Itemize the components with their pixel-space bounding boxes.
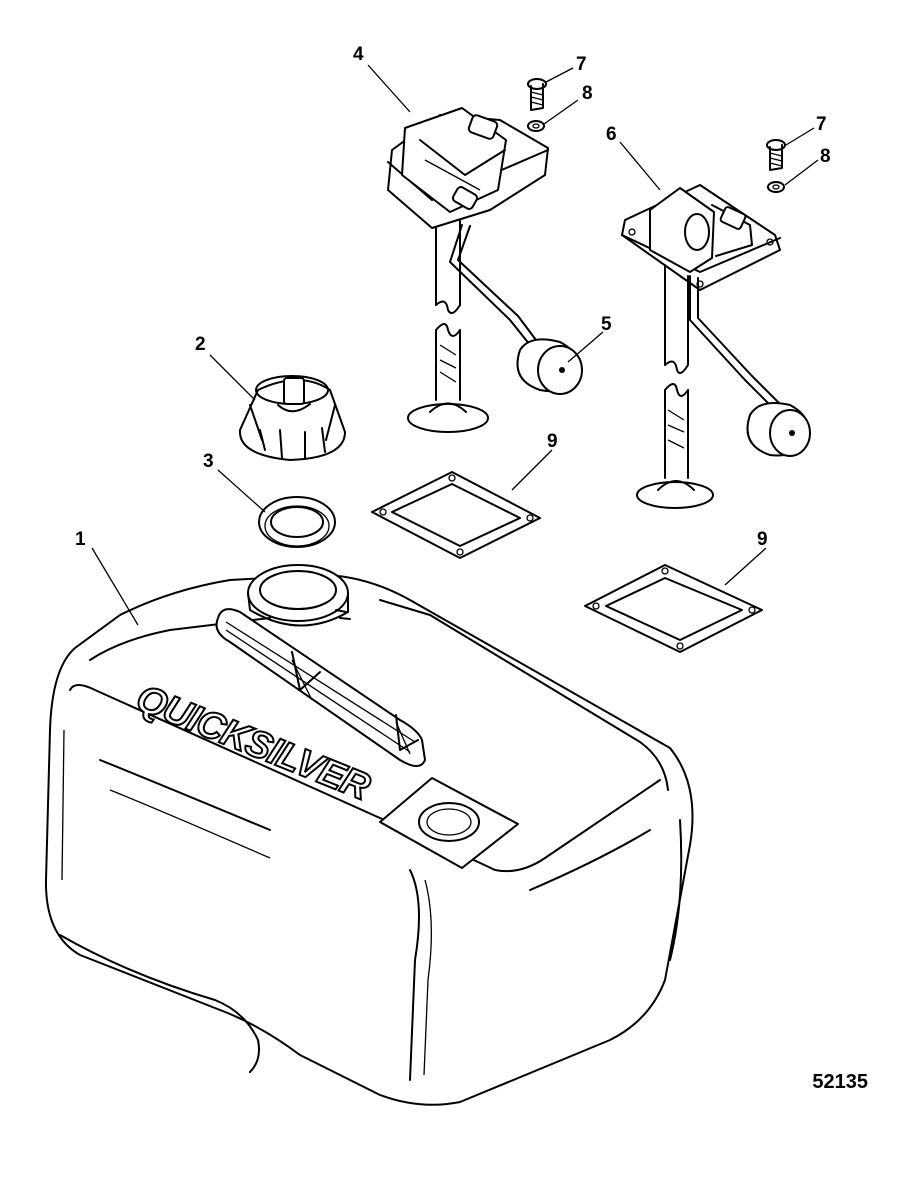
callout-9-lower: 9 bbox=[757, 529, 768, 550]
callout-6: 6 bbox=[606, 124, 617, 145]
screw-left bbox=[527, 78, 547, 111]
float bbox=[516, 338, 583, 395]
washer-left bbox=[527, 120, 545, 132]
callout-2: 2 bbox=[195, 334, 206, 355]
gasket-lower bbox=[584, 564, 763, 653]
fuel-tank: QUICKSILVER bbox=[44, 564, 694, 1106]
washer-right bbox=[767, 181, 785, 193]
fuel-cap bbox=[238, 375, 346, 461]
callout-3: 3 bbox=[203, 451, 214, 472]
seal-ring bbox=[258, 496, 336, 548]
callout-leaders bbox=[91, 64, 819, 626]
callout-8-left: 8 bbox=[582, 83, 593, 104]
callout-5: 5 bbox=[601, 314, 612, 335]
callout-8-right: 8 bbox=[820, 146, 831, 167]
callout-4: 4 bbox=[353, 44, 364, 65]
callout-7-right: 7 bbox=[816, 114, 827, 135]
fuel-gauge-sender-assembly bbox=[387, 107, 549, 433]
callout-1: 1 bbox=[75, 529, 86, 550]
screw-right bbox=[766, 139, 786, 171]
fuel-gauge-sender-assembly-alt bbox=[621, 184, 811, 509]
callout-7-left: 7 bbox=[576, 54, 587, 75]
callout-9-upper: 9 bbox=[547, 431, 558, 452]
figure-id: 52135 bbox=[812, 1071, 868, 1093]
gasket-upper bbox=[371, 471, 541, 559]
